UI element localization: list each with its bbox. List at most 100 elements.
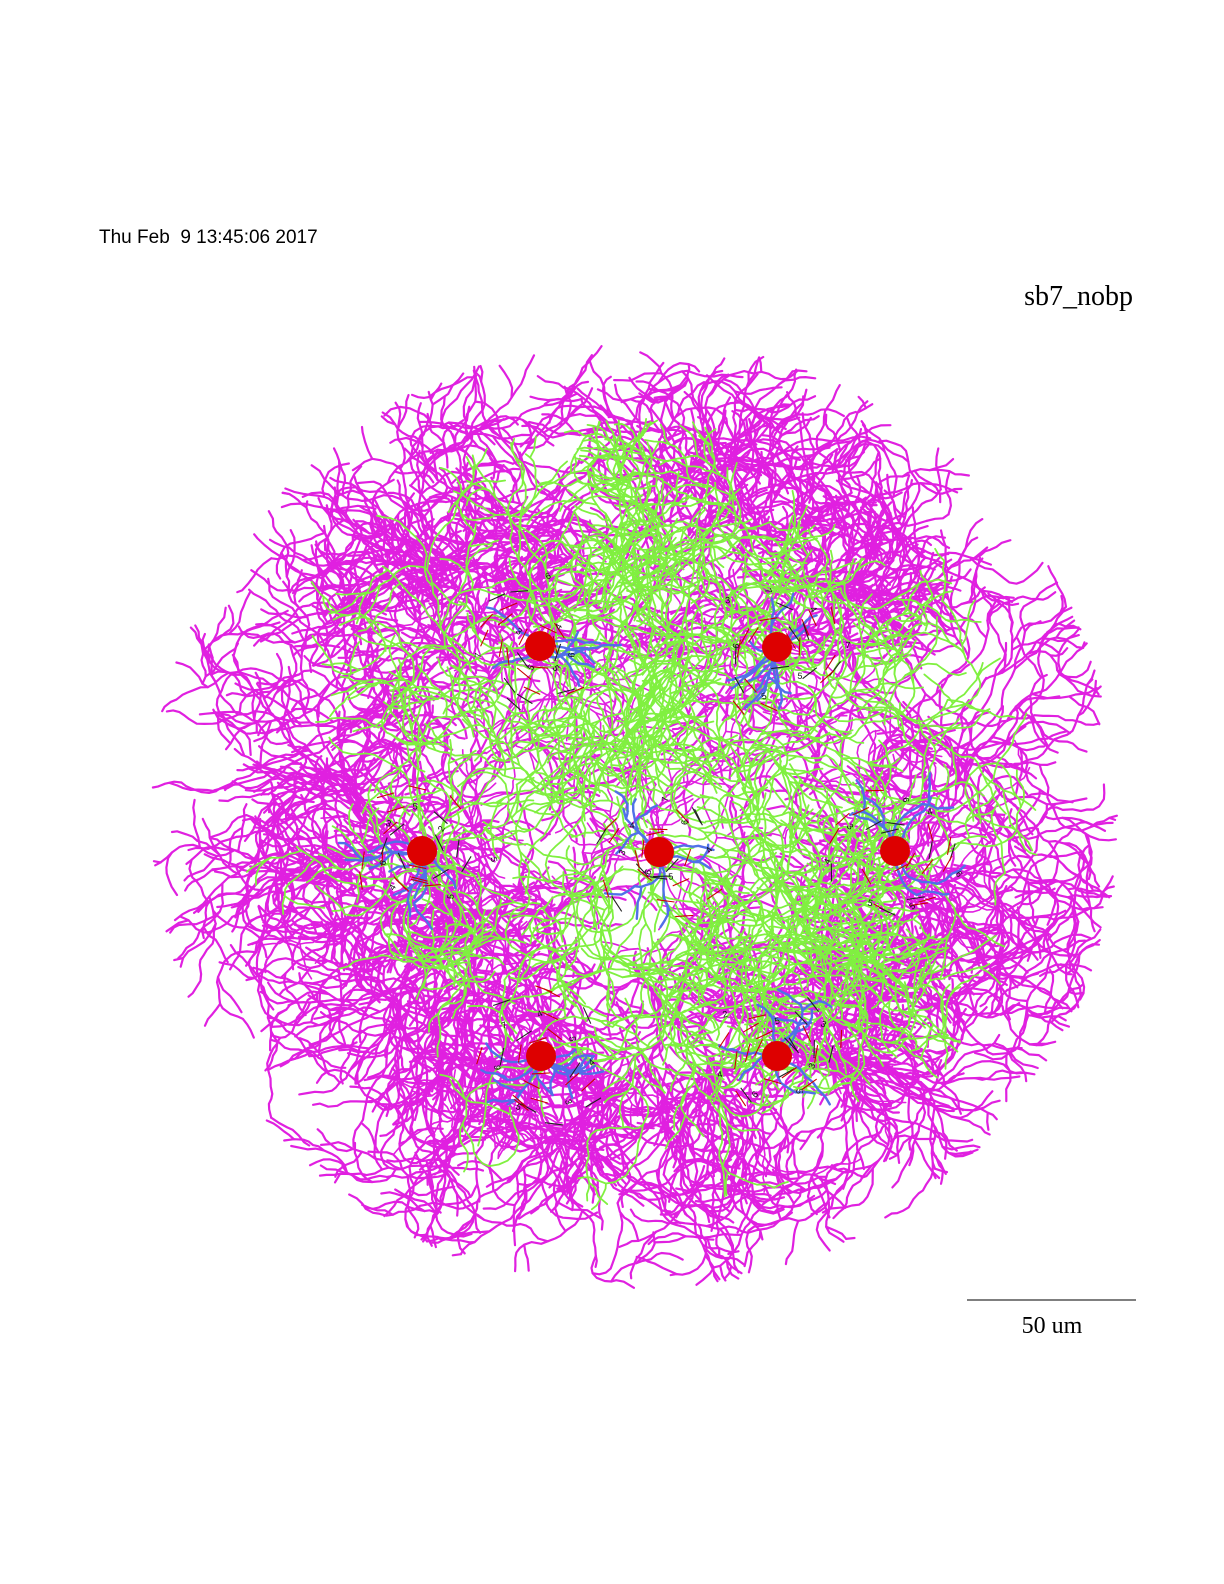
outer-dendrite bbox=[679, 1163, 735, 1224]
mid-dendrite bbox=[966, 808, 996, 822]
synapse-arrow bbox=[516, 652, 529, 668]
mid-dendrite bbox=[452, 490, 522, 519]
outer-dendrite bbox=[947, 641, 1008, 778]
mid-dendrite bbox=[458, 600, 505, 650]
synapse-arrow bbox=[759, 617, 778, 622]
outer-dendrite bbox=[747, 650, 786, 704]
outer-dendrite bbox=[872, 482, 959, 497]
outer-dendrite bbox=[824, 973, 1073, 1013]
outer-dendrite bbox=[780, 415, 820, 437]
mid-dendrite bbox=[704, 502, 758, 530]
outer-dendrite bbox=[729, 1158, 738, 1205]
outer-dendrite bbox=[838, 457, 882, 481]
outer-dendrite bbox=[169, 882, 224, 934]
synapse-label: 6 bbox=[901, 797, 911, 803]
synapse-arrow bbox=[361, 851, 365, 870]
mid-dendrite bbox=[815, 926, 883, 938]
outer-dendrite bbox=[705, 1248, 746, 1266]
outer-dendrite bbox=[339, 1023, 392, 1085]
mid-dendrite bbox=[566, 731, 585, 766]
outer-dendrite bbox=[211, 827, 262, 871]
outer-dendrite bbox=[348, 554, 379, 596]
outer-dendrite bbox=[818, 1165, 864, 1178]
mid-dendrite bbox=[486, 663, 504, 697]
mid-dendrite bbox=[431, 909, 435, 949]
synapse-label: 5 bbox=[867, 898, 874, 909]
mid-dendrite bbox=[352, 681, 407, 710]
mid-dendrite bbox=[659, 992, 716, 1029]
outer-dendrite bbox=[874, 1103, 891, 1146]
mid-dendrite bbox=[612, 432, 668, 462]
mid-dendrite bbox=[839, 940, 857, 1006]
outer-dendrite bbox=[505, 601, 571, 638]
outer-dendrite bbox=[471, 1059, 513, 1120]
outer-dendrite bbox=[287, 744, 327, 805]
outer-dendrite bbox=[857, 1064, 939, 1076]
synapse-arrow bbox=[389, 823, 405, 836]
synapse-arrow bbox=[754, 1039, 763, 1056]
mid-dendrite bbox=[515, 786, 610, 834]
outer-dendrite bbox=[410, 448, 439, 486]
outer-dendrite bbox=[708, 744, 732, 782]
synapse-arrow bbox=[541, 1011, 559, 1020]
outer-dendrite bbox=[600, 1044, 677, 1161]
mid-dendrite bbox=[634, 442, 660, 558]
synapse-arrow bbox=[785, 633, 797, 650]
outer-dendrite bbox=[454, 989, 469, 1022]
mid-dendrite bbox=[448, 755, 472, 813]
outer-dendrite bbox=[551, 917, 598, 931]
synapse-arrow bbox=[808, 609, 817, 627]
outer-dendrite bbox=[551, 841, 660, 885]
outer-dendrite bbox=[280, 502, 390, 575]
outer-dendrite bbox=[928, 1101, 991, 1136]
mid-dendrite bbox=[681, 628, 701, 663]
outer-dendrite bbox=[846, 417, 861, 460]
synapse-arrow bbox=[434, 834, 444, 851]
synapse-arrow bbox=[476, 1046, 483, 1065]
mid-dendrite bbox=[847, 864, 896, 913]
outer-dendrite bbox=[751, 1122, 767, 1193]
outer-dendrite bbox=[544, 1111, 584, 1145]
mid-dendrite bbox=[739, 838, 798, 866]
mid-dendrite bbox=[711, 518, 753, 528]
outer-dendrite bbox=[266, 1041, 280, 1119]
outer-dendrite bbox=[474, 789, 480, 830]
outer-dendrite bbox=[697, 380, 747, 420]
mid-dendrite bbox=[520, 858, 531, 895]
outer-dendrite bbox=[706, 370, 798, 399]
mid-dendrite bbox=[872, 690, 888, 726]
outer-dendrite bbox=[798, 440, 851, 493]
mid-dendrite bbox=[454, 502, 476, 535]
mid-dendrite bbox=[691, 993, 728, 1009]
outer-dendrite bbox=[310, 464, 424, 519]
outer-dendrite bbox=[367, 500, 445, 540]
mid-dendrite bbox=[388, 634, 437, 751]
mid-dendrite bbox=[573, 510, 592, 571]
outer-dendrite bbox=[379, 1103, 414, 1137]
outer-dendrite bbox=[810, 1174, 831, 1219]
synapse-arrow bbox=[530, 666, 549, 669]
synapse-arrow bbox=[376, 792, 395, 799]
outer-dendrite bbox=[567, 511, 585, 555]
outer-dendrite bbox=[1044, 933, 1092, 951]
mid-dendrite bbox=[497, 701, 560, 805]
outer-dendrite bbox=[645, 384, 687, 398]
outer-dendrite bbox=[269, 1038, 341, 1084]
synapse-arrow bbox=[928, 841, 933, 860]
outer-dendrite bbox=[330, 617, 376, 631]
outer-dendrite bbox=[202, 925, 229, 964]
synapse-arrow bbox=[410, 878, 429, 885]
synapse-layer: 6557364755637455463524563476655436443567… bbox=[359, 570, 965, 1126]
mid-dendrite bbox=[315, 884, 346, 916]
inner-dendrite bbox=[935, 864, 966, 885]
outer-dendrite bbox=[1048, 1015, 1070, 1028]
mid-dendrite bbox=[687, 977, 719, 998]
mid-dendrite bbox=[687, 749, 722, 760]
outer-dendrite bbox=[530, 1080, 544, 1141]
outer-dendrite bbox=[830, 494, 850, 582]
outer-dendrite bbox=[628, 629, 654, 657]
mid-dendrite bbox=[503, 928, 603, 981]
synapse-arrow bbox=[656, 899, 675, 903]
outer-dendrite bbox=[266, 1011, 344, 1027]
synapse-arrow bbox=[552, 635, 558, 654]
